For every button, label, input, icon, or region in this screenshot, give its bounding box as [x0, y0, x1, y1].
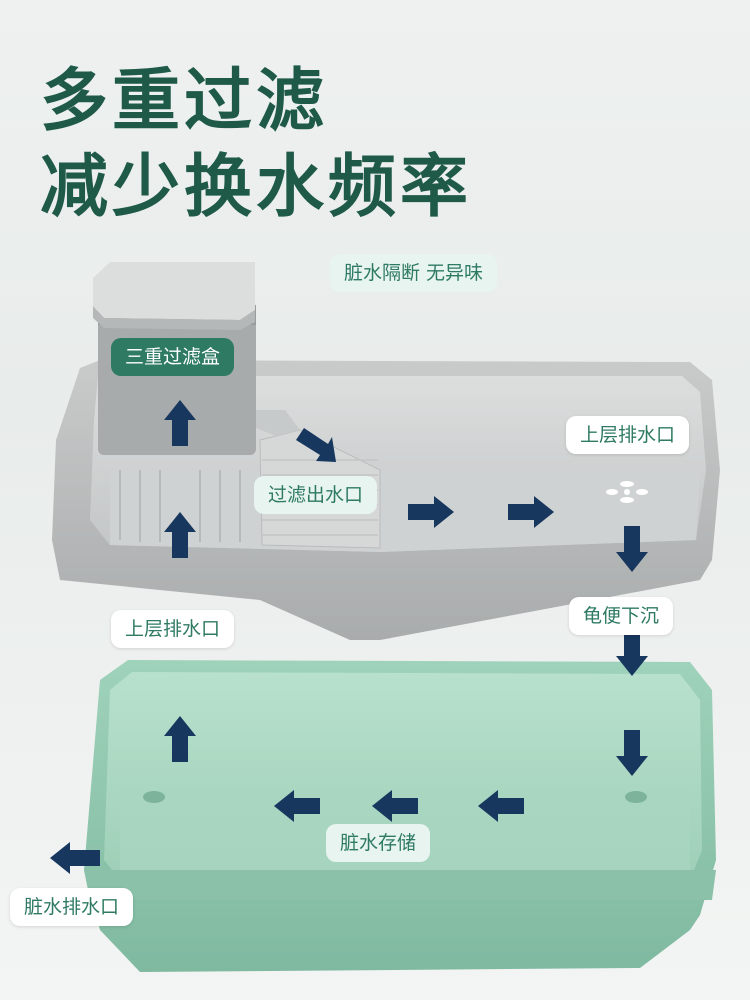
label-triple-filter-box: 三重过滤盒: [111, 338, 235, 376]
label-dirty-water-drain: 脏水排水口: [10, 888, 134, 926]
arrow-down-2: [616, 632, 648, 676]
arrow-diagonal: [296, 428, 336, 462]
flow-arrows: [50, 400, 648, 874]
label-turtle-waste-sinks: 龟便下沉: [569, 597, 674, 635]
arrow-up-2: [164, 512, 196, 558]
arrow-up-1: [164, 400, 196, 446]
label-dirty-isolation: 脏水隔断 无异味: [330, 254, 498, 292]
arrow-right-2: [508, 496, 554, 528]
arrow-left-drain: [50, 842, 100, 874]
arrow-down-3: [616, 730, 648, 776]
arrow-up-3: [164, 716, 196, 762]
headline-line-1: 多重过滤: [40, 62, 329, 141]
headline-line-2: 减少换水频率: [40, 148, 473, 227]
arrow-right-1: [408, 496, 454, 528]
arrow-left-3: [274, 790, 320, 822]
arrow-left-1: [478, 790, 524, 822]
label-filter-outlet: 过滤出水口: [254, 476, 378, 514]
arrow-down-1: [616, 526, 648, 572]
label-dirty-water-storage: 脏水存储: [326, 824, 431, 862]
label-upper-drain-left: 上层排水口: [111, 610, 235, 648]
arrow-left-2: [372, 790, 418, 822]
lower-tray: [84, 660, 716, 972]
label-upper-drain-right: 上层排水口: [566, 416, 690, 454]
upper-drain-holes: [606, 481, 648, 503]
